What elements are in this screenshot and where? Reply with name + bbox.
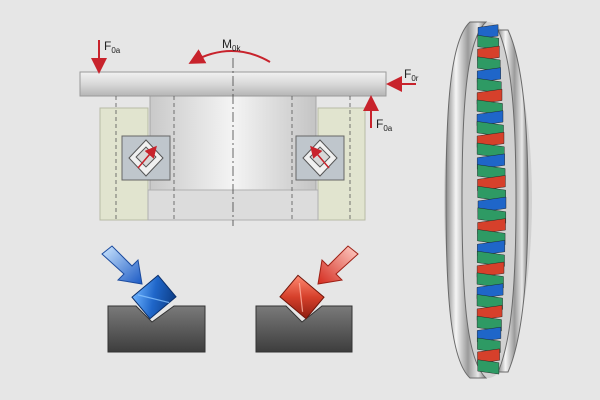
outer-ring [445, 21, 488, 379]
blue-roller-detail [101, 245, 206, 353]
bearing-pocket-right [295, 135, 345, 181]
m0k-curved-arrow-icon [188, 49, 271, 64]
blue-roller [131, 274, 177, 320]
blue-base-block [107, 305, 206, 353]
red-roller-detail [255, 245, 359, 353]
bearing-pocket-left [121, 135, 171, 181]
bearing-section-view: F0a M0k F0r F0a [79, 37, 419, 226]
roller-stack [476, 24, 507, 375]
red-arrow-icon [317, 245, 359, 285]
red-roller [279, 274, 325, 320]
ring-roller-segment [477, 359, 500, 375]
crossed-roller-bearing-ring [444, 21, 532, 379]
f0r-label: F0r [404, 67, 419, 83]
m0k-label: M0k [222, 37, 241, 53]
f0a-bottom-label: F0a [376, 117, 393, 133]
blue-arrow-icon [101, 245, 143, 285]
red-base-block [255, 305, 353, 353]
f0a-top-label: F0a [104, 39, 121, 55]
